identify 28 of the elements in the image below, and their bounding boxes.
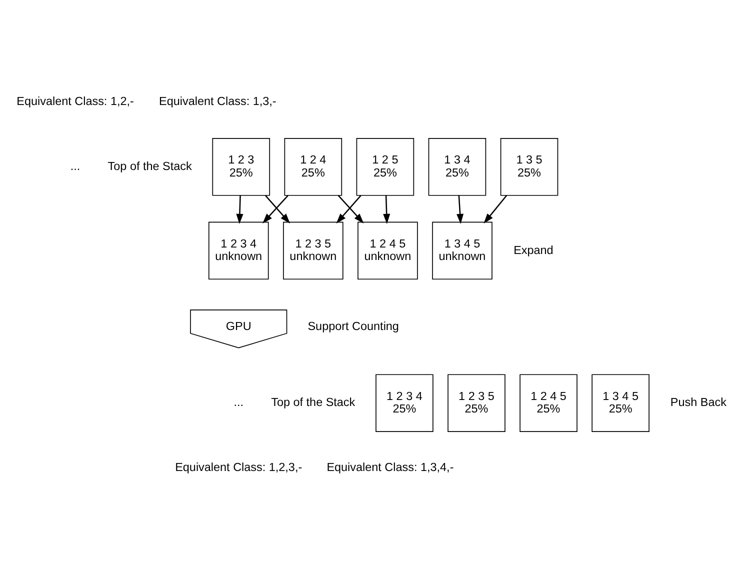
node-box: 1 2 3 4 25%	[376, 374, 434, 432]
label: Support Counting	[308, 319, 399, 332]
arrow	[236, 195, 244, 224]
node-box: 1 2 3 4 unknown	[208, 221, 269, 280]
arrow	[383, 195, 390, 224]
label: Equivalent Class: 1,2,-	[16, 94, 134, 108]
node-box: 1 2 4 5 unknown	[358, 221, 418, 280]
label: ...	[234, 396, 244, 409]
node-box: 1 3 4 25%	[428, 138, 486, 196]
node-box: 1 2 4 5 25%	[520, 374, 578, 432]
arrow	[456, 194, 464, 224]
node-box: 1 3 5 25%	[500, 138, 558, 196]
node-box: 1 2 5 25%	[356, 138, 414, 196]
label: Equivalent Class: 1,2,3,-	[175, 460, 302, 474]
node-box: 1 2 3 5 25%	[448, 374, 506, 432]
label: Equivalent Class: 1,3,4,-	[326, 460, 454, 474]
node-box: 1 3 4 5 unknown	[432, 221, 492, 280]
label: Expand	[514, 243, 554, 256]
label: Top of the Stack	[271, 396, 356, 409]
label: ...	[70, 159, 80, 172]
arrow	[484, 194, 508, 224]
label: Push Back	[670, 396, 726, 409]
node-box: 1 2 3 5 unknown	[283, 221, 344, 280]
node-box: 1 2 4 25%	[284, 138, 342, 196]
label: Top of the Stack	[108, 159, 192, 172]
node-box: 1 2 3 25%	[212, 138, 270, 196]
label: Equivalent Class: 1,3,-	[159, 94, 276, 108]
node-box: 1 3 4 5 25%	[592, 374, 650, 432]
